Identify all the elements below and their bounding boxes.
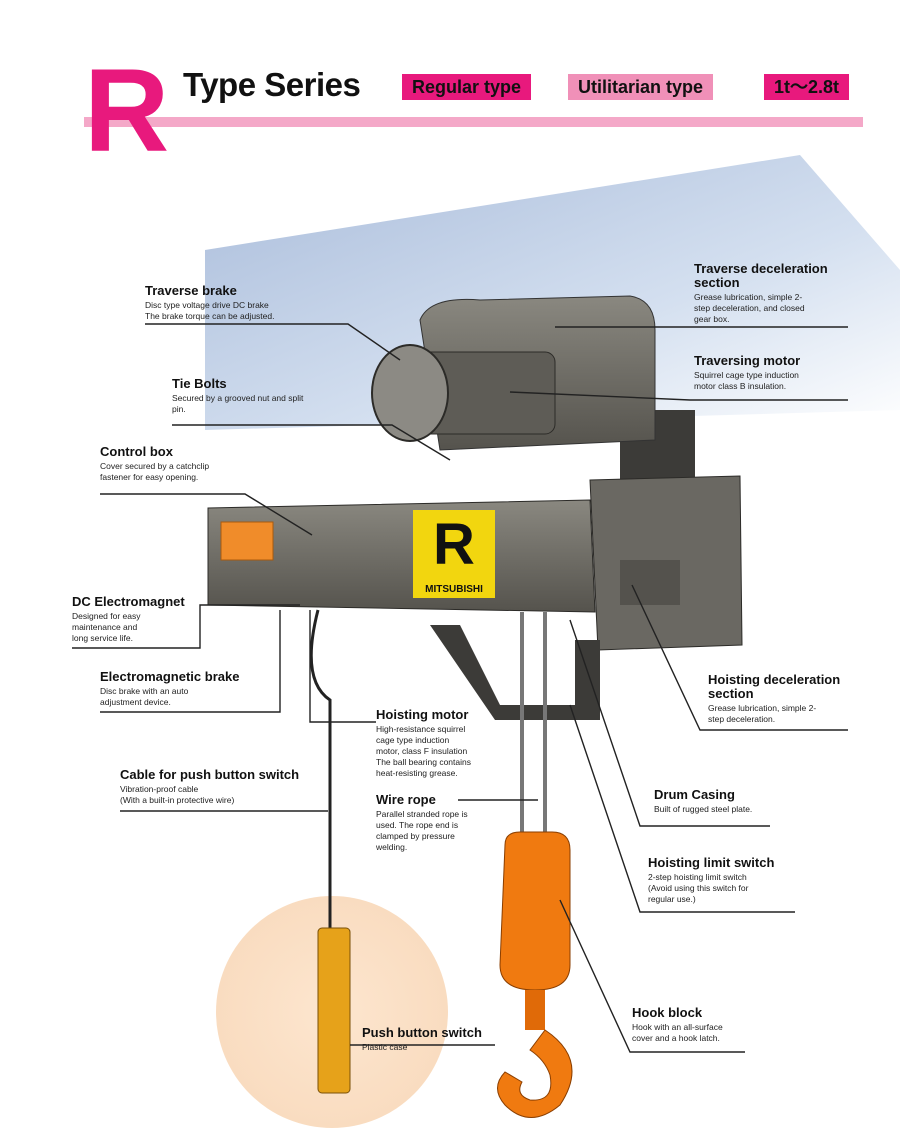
- callout-desc: Squirrel cage type induction motor class…: [694, 370, 799, 391]
- callout-desc: Plastic case: [362, 1042, 408, 1052]
- callout-title: Traversing motor: [694, 353, 801, 368]
- hook-shank: [525, 990, 545, 1030]
- callout-tie-bolts: Tie Bolts Secured by a grooved nut and s…: [172, 377, 303, 415]
- traverse-brake-cap: [371, 344, 449, 442]
- hook: [497, 1029, 573, 1118]
- callout-title: Traverse deceleration section: [694, 261, 828, 290]
- callout-traverse-decel: Traverse deceleration section Grease lub…: [694, 262, 828, 325]
- callout-title: Cable for push button switch: [120, 767, 300, 782]
- leader-tie-bolts: [172, 424, 451, 461]
- tag-regular-type: Regular type: [402, 74, 532, 100]
- callout-title: Hoisting deceleration section: [708, 672, 841, 701]
- header-rule: [84, 117, 863, 127]
- callout-hook-block: Hook block Hook with an all-surface cove…: [632, 1006, 723, 1044]
- leader-electromagnetic-brake: [100, 610, 281, 713]
- hook-block-body: [499, 831, 571, 991]
- rail-beam: [205, 155, 900, 430]
- leader-hook-block: [559, 899, 745, 1053]
- callout-traversing-motor: Traversing motor Squirrel cage type indu…: [694, 354, 800, 392]
- callout-desc: Parallel stranded rope is used. The rope…: [376, 809, 468, 852]
- callout-push-button: Push button switch Plastic case: [362, 1026, 482, 1053]
- callout-desc: Secured by a grooved nut and split pin.: [172, 393, 304, 414]
- callout-desc: Designed for easy maintenance and long s…: [72, 611, 141, 643]
- callout-hoisting-motor: Hoisting motor High-resistance squirrel …: [376, 708, 471, 779]
- leader-hoisting-decel: [631, 584, 848, 731]
- page-title: Type Series: [183, 66, 361, 103]
- hoist-gear-boss: [620, 560, 680, 605]
- callout-control-box: Control box Cover secured by a catchclip…: [100, 445, 209, 483]
- callout-drum-casing: Drum Casing Built of rugged steel plate.: [654, 788, 752, 815]
- callout-hoisting-limit: Hoisting limit switch 2-step hoisting li…: [648, 856, 774, 905]
- tag-utilitarian-type: Utilitarian type: [568, 74, 714, 100]
- callout-desc: Cover secured by a catchclip fastener fo…: [100, 461, 210, 482]
- callout-title: Hoisting limit switch: [648, 855, 775, 870]
- callout-desc: High-resistance squirrel cage type induc…: [376, 724, 471, 778]
- leader-drum-casing: [569, 619, 770, 827]
- callout-desc: Hook with an all-surface cover and a hoo…: [632, 1022, 723, 1043]
- plate-letter: R: [433, 512, 475, 577]
- leader-traversing-motor: [509, 391, 848, 401]
- callout-title: Tie Bolts: [172, 376, 227, 391]
- callout-title: DC Electromagnet: [72, 594, 185, 609]
- callout-title: Push button switch: [362, 1025, 482, 1040]
- callout-dc-electromagnet: DC Electromagnet Designed for easy maint…: [72, 595, 185, 644]
- leader-traverse-brake: [145, 323, 401, 361]
- tag-capacity: 1t〜2.8t: [764, 74, 850, 100]
- callout-traverse-brake: Traverse brake Disc type voltage drive D…: [145, 284, 274, 322]
- callout-desc: Vibration-proof cable (With a built-in p…: [120, 784, 235, 805]
- callout-hoisting-decel: Hoisting deceleration section Grease lub…: [708, 673, 840, 725]
- callout-title: Electromagnetic brake: [100, 669, 240, 684]
- callout-title: Hook block: [632, 1005, 703, 1020]
- callout-wire-rope: Wire rope Parallel stranded rope is used…: [376, 793, 468, 853]
- leader-hoisting-limit: [569, 704, 795, 913]
- callout-title: Drum Casing: [654, 787, 735, 802]
- plate-brand: MITSUBISHI: [425, 584, 483, 595]
- push-button-cable: [309, 609, 332, 930]
- callout-desc: Disc type voltage drive DC brake The bra…: [145, 300, 275, 321]
- callout-desc: Grease lubrication, simple 2- step decel…: [708, 703, 817, 724]
- callout-cable: Cable for push button switch Vibration-p…: [120, 768, 299, 806]
- callout-title: Hoisting motor: [376, 707, 469, 722]
- leader-hoisting-motor: [309, 610, 376, 723]
- pendant-body: [317, 927, 351, 1094]
- control-box: [207, 499, 596, 613]
- callout-desc: Grease lubrication, simple 2- step decel…: [694, 292, 805, 324]
- plate-brand-bar: [413, 581, 495, 598]
- callout-title: Wire rope: [376, 792, 436, 807]
- callout-electromagnetic-brake: Electromagnetic brake Disc brake with an…: [100, 670, 239, 708]
- callout-title: Control box: [100, 444, 173, 459]
- leader-lines: [72, 323, 848, 1053]
- control-box-label: [220, 521, 274, 561]
- leader-dc-electromagnet: [72, 604, 300, 649]
- hoist-legs: [430, 625, 600, 720]
- callout-title: Traverse brake: [145, 283, 237, 298]
- callout-desc: Disc brake with an auto adjustment devic…: [100, 686, 189, 707]
- leader-control-box: [100, 493, 313, 536]
- callout-desc: Built of rugged steel plate.: [654, 804, 753, 814]
- series-letter: R: [84, 45, 170, 177]
- callout-desc: 2-step hoisting limit switch (Avoid usin…: [648, 872, 749, 904]
